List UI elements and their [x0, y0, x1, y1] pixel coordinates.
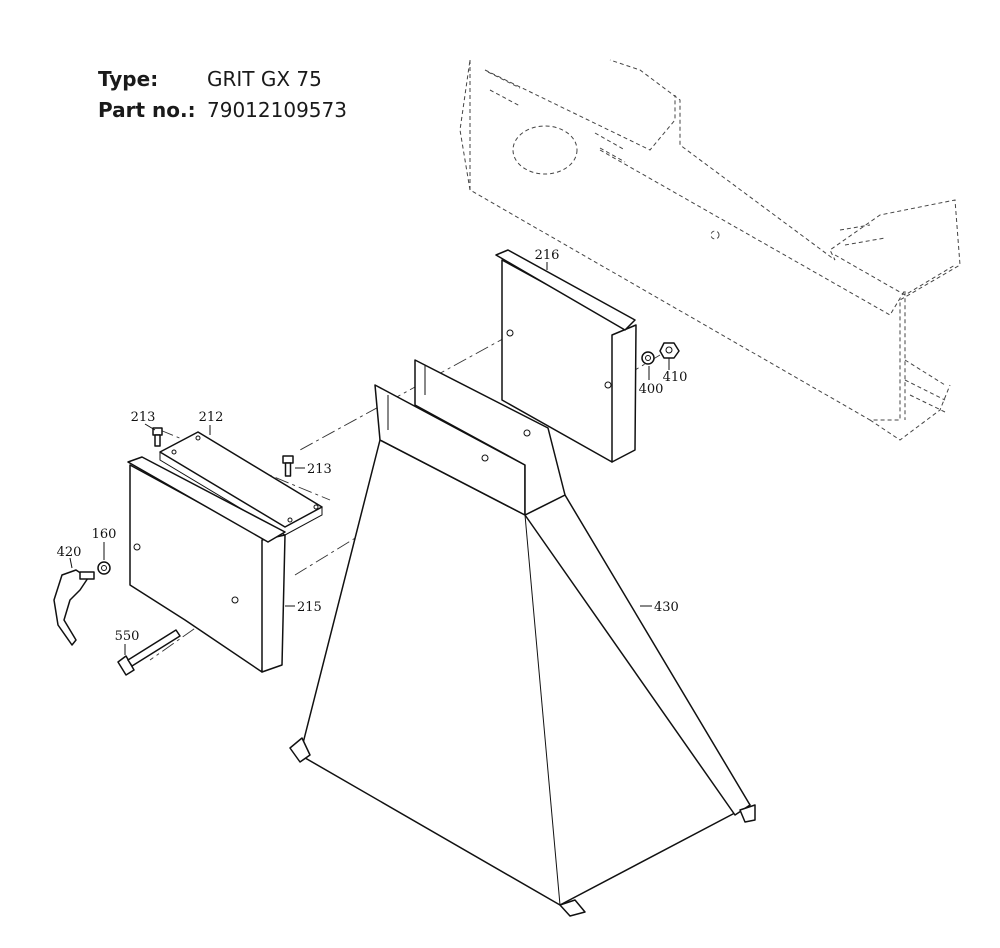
callout-215: 215	[297, 600, 322, 615]
part-number-label: Part no.:	[98, 98, 196, 122]
type-row: Type: GRIT GX 75	[98, 64, 347, 95]
part-430-hopper	[289, 359, 756, 917]
callout-216: 216	[535, 248, 560, 263]
type-value: GRIT GX 75	[207, 67, 322, 91]
callout-400: 400	[639, 382, 664, 397]
callout-550: 550	[115, 629, 140, 644]
callout-212: 212	[199, 410, 224, 425]
part-number-row: Part no.: 79012109573	[98, 95, 347, 126]
part-216-rear-cover	[495, 249, 637, 463]
callout-430: 430	[654, 600, 679, 615]
part-160-washer	[97, 561, 111, 575]
callout-160: 160	[92, 527, 117, 542]
part-212-top-plate	[159, 431, 323, 536]
type-label: Type:	[98, 67, 159, 91]
part-213-screw-a	[152, 427, 163, 447]
part-410-nut	[659, 342, 680, 359]
callout-420: 420	[57, 545, 82, 560]
drawing-header: Type: GRIT GX 75 Part no.: 79012109573	[98, 64, 347, 126]
part-215-front-cover	[127, 456, 286, 673]
machine-frame-phantom	[459, 59, 961, 441]
callout-410: 410	[663, 370, 688, 385]
part-number-value: 79012109573	[207, 98, 347, 122]
part-213-screw-b	[282, 455, 294, 477]
callout-labels: 216 410 400 213 212 213 160 420 215 430 …	[57, 248, 688, 644]
callout-213-right: 213	[307, 462, 332, 477]
part-550-bolt	[117, 629, 181, 676]
part-400-washer	[641, 351, 655, 365]
leader-lines	[69, 262, 670, 655]
part-420-clamping-lever	[53, 569, 95, 646]
callout-213-top: 213	[131, 410, 156, 425]
